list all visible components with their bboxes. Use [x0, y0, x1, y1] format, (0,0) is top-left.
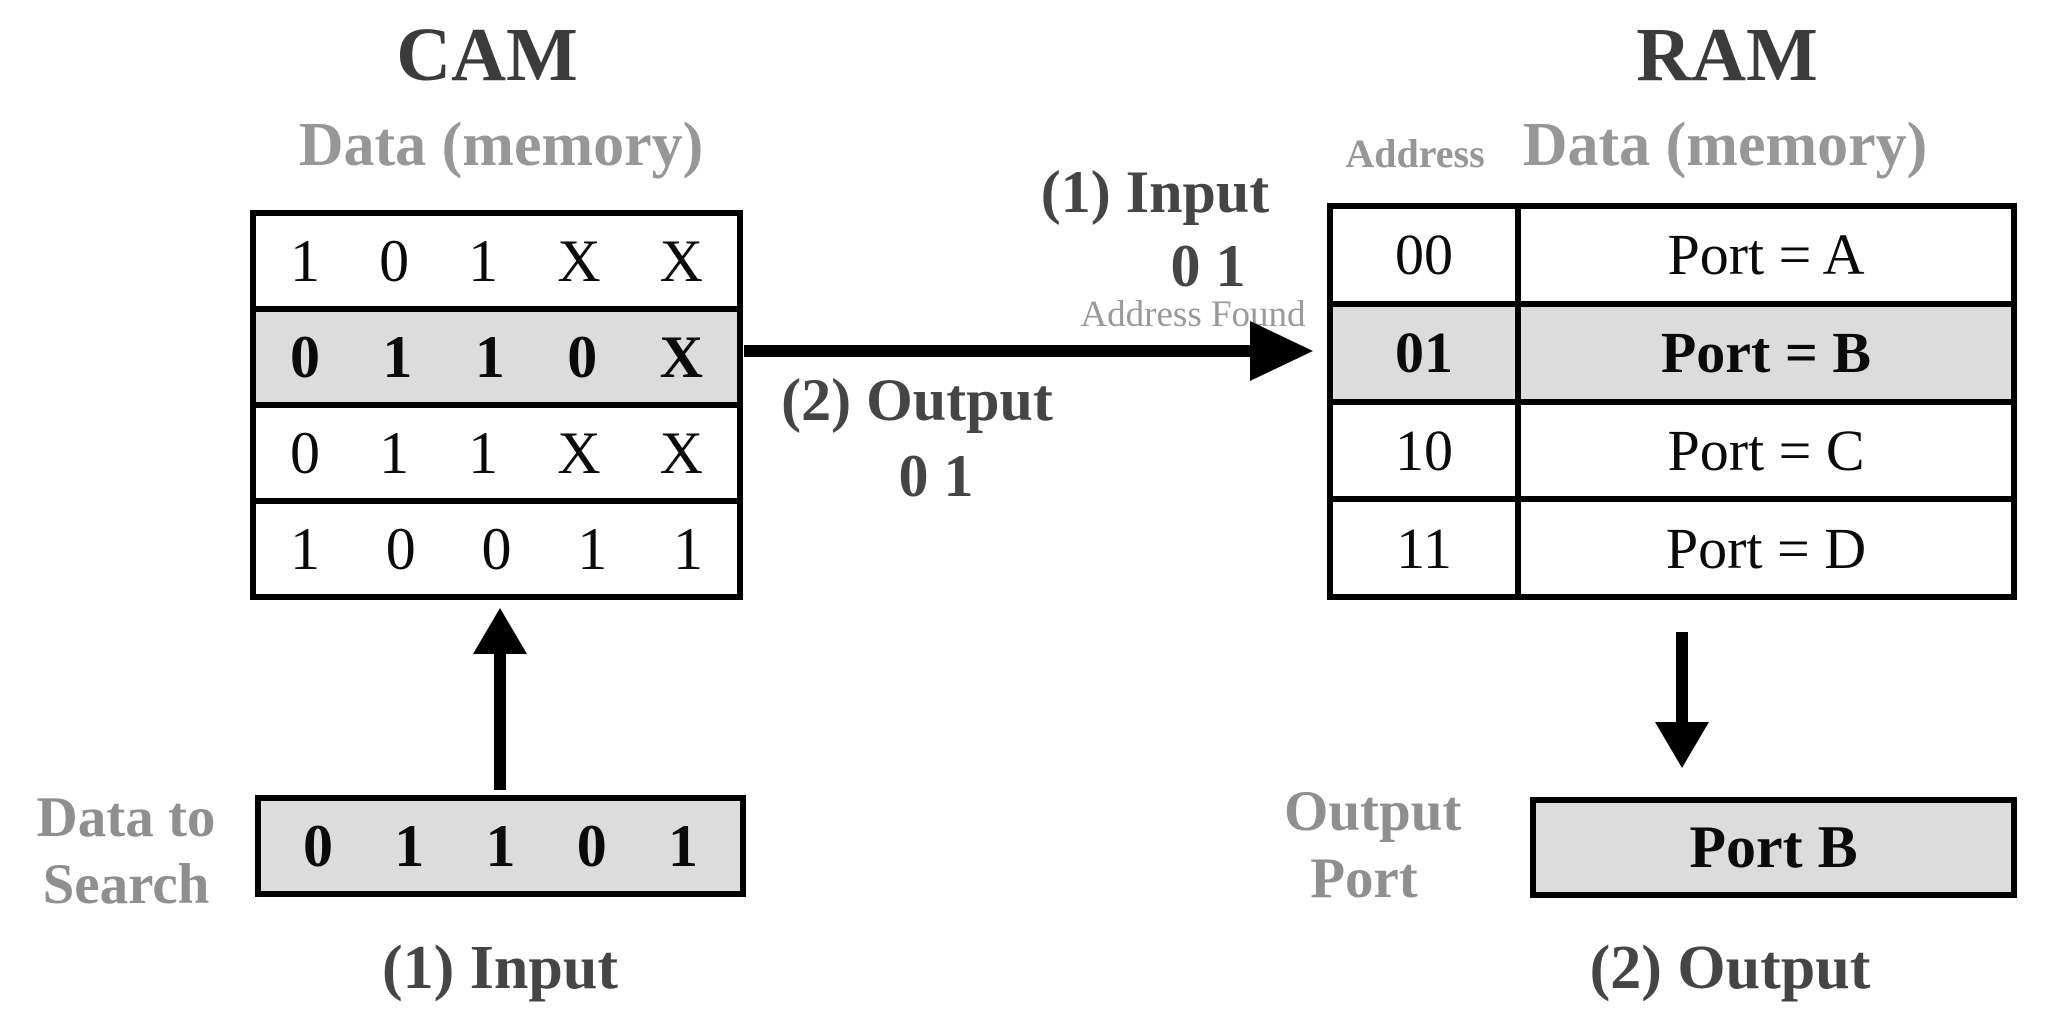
cam-cell: 1: [577, 515, 608, 582]
ram-title: RAM: [1636, 13, 1818, 97]
cam-table: 1 0 1 X X 0 1 1 0 X 0 1 1 X X 1 0 0 1 1: [250, 210, 743, 600]
ram-address-header: Address: [1345, 131, 1485, 176]
cam-cell: 0: [481, 515, 512, 582]
cam-cell: X: [659, 419, 703, 486]
ram-data-cell: Port = D: [1665, 515, 1867, 581]
ram-address-cell: 01: [1333, 306, 1521, 399]
search-bit: 1: [668, 812, 698, 879]
cam-cell: 0: [385, 515, 416, 582]
ram-address-cell: 00: [1333, 209, 1521, 301]
cam-cell: 1: [290, 227, 320, 294]
data-to-search-line1: Data to: [36, 786, 216, 849]
output-port-box: Port B: [1530, 797, 2017, 898]
flow-output-value: 0 1: [898, 443, 974, 509]
match-arrow-head-icon: [1250, 321, 1313, 381]
ram-row: 00 Port = A: [1333, 209, 2011, 301]
cam-cell: 1: [379, 419, 410, 486]
output-arrow-shaft: [1676, 632, 1688, 726]
data-to-search-label: Data to Search: [20, 784, 232, 919]
cam-cell: 1: [468, 227, 499, 294]
ram-row: 11 Port = D: [1333, 496, 2011, 594]
cam-row: 1 0 1 X X: [256, 216, 737, 306]
ram-address-cell: 10: [1333, 404, 1521, 497]
ram-row: 10 Port = C: [1333, 398, 2011, 497]
cam-cell: 1: [474, 323, 505, 390]
cam-cell: 1: [290, 515, 320, 582]
search-input-box: 0 1 1 0 1: [255, 795, 746, 897]
output-port-value: Port B: [1689, 814, 1858, 880]
search-bit: 1: [394, 812, 425, 879]
cam-row: 0 1 1 X X: [256, 402, 737, 498]
output-port-line1: Output: [1284, 780, 1462, 843]
flow-input-step-label: (1) Input: [1040, 159, 1270, 225]
down-arrow-icon: [1655, 722, 1709, 768]
cam-cell: 0: [567, 323, 598, 390]
up-arrow-icon: [473, 608, 527, 654]
cam-title: CAM: [396, 13, 578, 97]
search-bit: 1: [485, 812, 516, 879]
cam-row: 1 0 0 1 1: [256, 498, 737, 594]
cam-row-matched: 0 1 1 0 X: [256, 306, 737, 402]
cam-cell: X: [659, 227, 703, 294]
output-port-label: Output Port: [1284, 778, 1462, 913]
cam-cell: 1: [673, 515, 703, 582]
ram-data-cell: Port = C: [1667, 417, 1865, 483]
ram-data-cell: Port = B: [1660, 320, 1872, 386]
cam-cell: 1: [468, 419, 499, 486]
flow-output-step-label: (2) Output: [781, 367, 1053, 433]
cam-cell: 0: [290, 419, 320, 486]
cam-cell: X: [557, 227, 601, 294]
ram-data-cell: Port = A: [1667, 222, 1865, 288]
data-to-search-line2: Search: [42, 853, 210, 917]
flow-input-value: 0 1: [1170, 233, 1246, 299]
cam-cell: 0: [379, 227, 410, 294]
search-bit: 0: [303, 812, 333, 879]
up-arrow-shaft: [494, 650, 506, 790]
match-arrow-shaft: [744, 345, 1252, 357]
ram-address-cell: 11: [1333, 502, 1521, 594]
cam-input-caption: (1) Input: [381, 934, 619, 1002]
ram-memory-header: Data (memory): [1522, 111, 1928, 179]
cam-cell: X: [557, 419, 601, 486]
search-bit: 0: [576, 812, 607, 879]
ram-row-matched: 01 Port = B: [1333, 300, 2011, 399]
cam-memory-label: Data (memory): [298, 111, 704, 179]
ram-output-caption: (2) Output: [1589, 934, 1871, 1002]
cam-cell: 1: [382, 323, 413, 390]
cam-cell: X: [659, 323, 703, 390]
cam-cell: 0: [290, 323, 320, 390]
output-port-line2: Port: [1310, 847, 1418, 911]
ram-table: 00 Port = A 01 Port = B 10 Port = C 11 P…: [1327, 203, 2017, 600]
